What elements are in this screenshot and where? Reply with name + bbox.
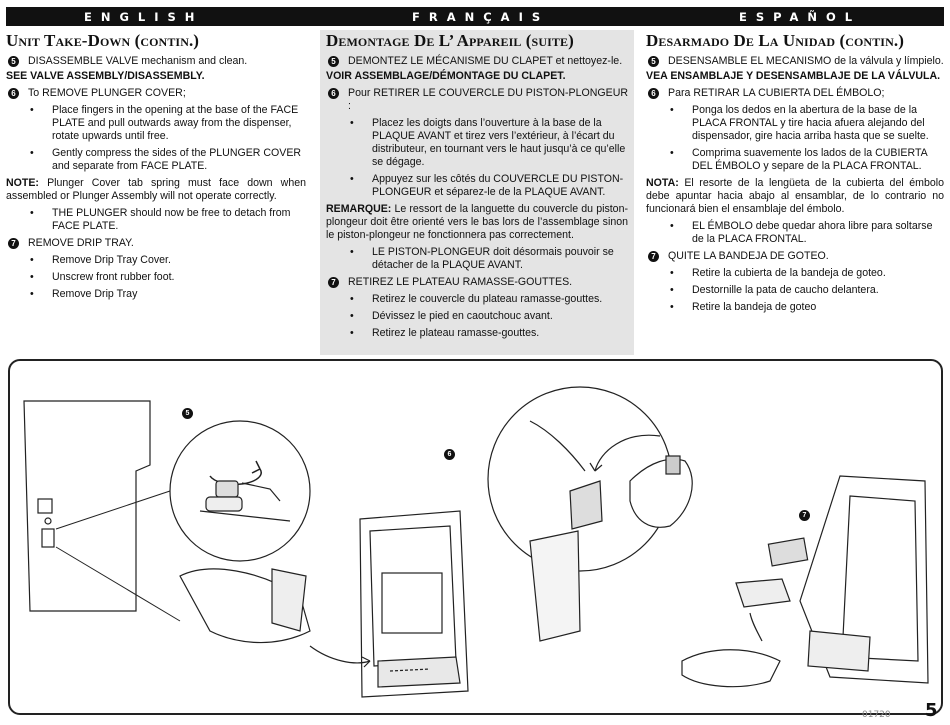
english-heading: Unit Take-Down (contin.) bbox=[6, 31, 200, 50]
bullet-6: Retire la bandeja de goteo bbox=[646, 301, 944, 314]
bullet-2: Comprima suavemente los lados de la CUBI… bbox=[646, 147, 944, 173]
bullet-3: EL ÉMBOLO debe quedar ahora libre para s… bbox=[646, 220, 944, 246]
bullet-6: Remove Drip Tray bbox=[6, 288, 306, 301]
bullet-2: Gently compress the sides of the PLUNGER… bbox=[6, 147, 306, 173]
lang-english: ENGLISH bbox=[84, 9, 204, 24]
figure-5-badge: 5 bbox=[182, 408, 193, 419]
note: NOTA: El resorte de la lengüeta de la cu… bbox=[646, 177, 944, 215]
bullet-3: THE PLUNGER should now be free to detach… bbox=[6, 207, 306, 233]
bullet-2: Appuyez sur les côtés du COUVERCLE DU PI… bbox=[326, 173, 628, 199]
see-valve: VOIR ASSEMBLAGE/DÉMONTAGE DU CLAPET. bbox=[326, 70, 566, 82]
bullet-5: Dévissez le pied en caoutchouc avant. bbox=[326, 310, 628, 323]
page-number: 5 bbox=[925, 700, 938, 721]
see-valve: VEA ENSAMBLAJE Y DESENSAMBLAJE DE LA VÁL… bbox=[646, 70, 941, 82]
illustration-svg bbox=[23, 386, 929, 698]
lang-espanol: ESPAÑOL bbox=[739, 9, 862, 24]
francais-heading: Demontage De L’ Appareil (suite) bbox=[326, 31, 574, 50]
bullet-4: Retire la cubierta de la bandeja de gote… bbox=[646, 267, 944, 280]
bullet-6: Retirez le plateau ramasse-gouttes. bbox=[326, 327, 628, 340]
bullet-1: Ponga los dedos en la abertura de la bas… bbox=[646, 104, 944, 143]
espanol-heading: Desarmado De La Unidad (contin.) bbox=[646, 31, 904, 50]
bullet-1: Place fingers in the opening at the base… bbox=[6, 104, 306, 143]
bullet-4: Retirez le couvercle du plateau ramasse-… bbox=[326, 293, 628, 306]
figure-6-badge: 6 bbox=[444, 449, 455, 460]
bullet-5: Destornille la pata de caucho delantera. bbox=[646, 284, 944, 297]
bullet-4: Remove Drip Tray Cover. bbox=[6, 254, 306, 267]
lang-francais: FRANÇAIS bbox=[412, 9, 550, 24]
document-code: 01720 bbox=[862, 710, 891, 720]
bullet-3: LE PISTON-PLONGEUR doit désormais pouvoi… bbox=[326, 246, 628, 272]
bullet-1: Placez les doigts dans l’ouverture à la … bbox=[326, 117, 628, 169]
figure-7-badge: 7 bbox=[799, 510, 810, 521]
language-bar: ENGLISH FRANÇAIS ESPAÑOL bbox=[6, 7, 944, 26]
note: NOTE: Plunger Cover tab spring must face… bbox=[6, 177, 306, 202]
bullet-5: Unscrew front rubber foot. bbox=[6, 271, 306, 284]
note: REMARQUE: Le ressort de la languette du … bbox=[326, 203, 628, 241]
illustration-panel: 5 6 7 bbox=[8, 359, 943, 715]
see-valve: SEE VALVE ASSEMBLY/DISASSEMBLY. bbox=[6, 70, 205, 82]
